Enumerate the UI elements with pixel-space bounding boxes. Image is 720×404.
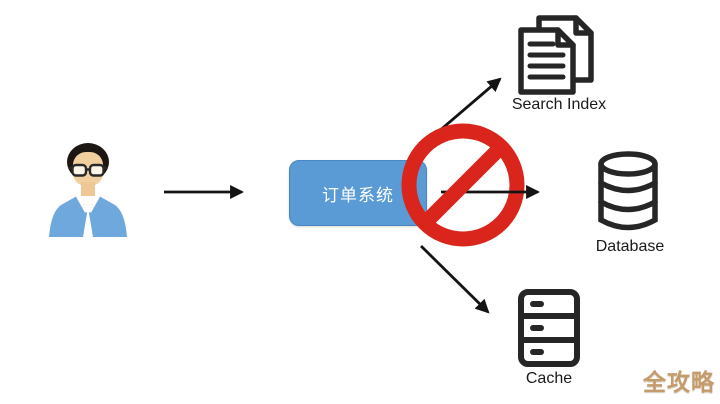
order-system-label: 订单系统 [322,185,394,205]
server-rack-icon [518,289,580,367]
arrow-system-to-search-index [437,77,502,134]
database-label: Database [595,238,665,255]
database-icon [598,151,658,231]
no-entry-slash [419,141,507,229]
search-index-label: Search Index [511,96,607,113]
cache-label: Cache [525,370,573,387]
person-icon [49,143,127,237]
watermark-text: 全攻略 [643,369,715,395]
no-entry-icon [401,123,525,247]
arrow-system-to-cache [420,245,490,314]
documents-icon [518,15,594,95]
